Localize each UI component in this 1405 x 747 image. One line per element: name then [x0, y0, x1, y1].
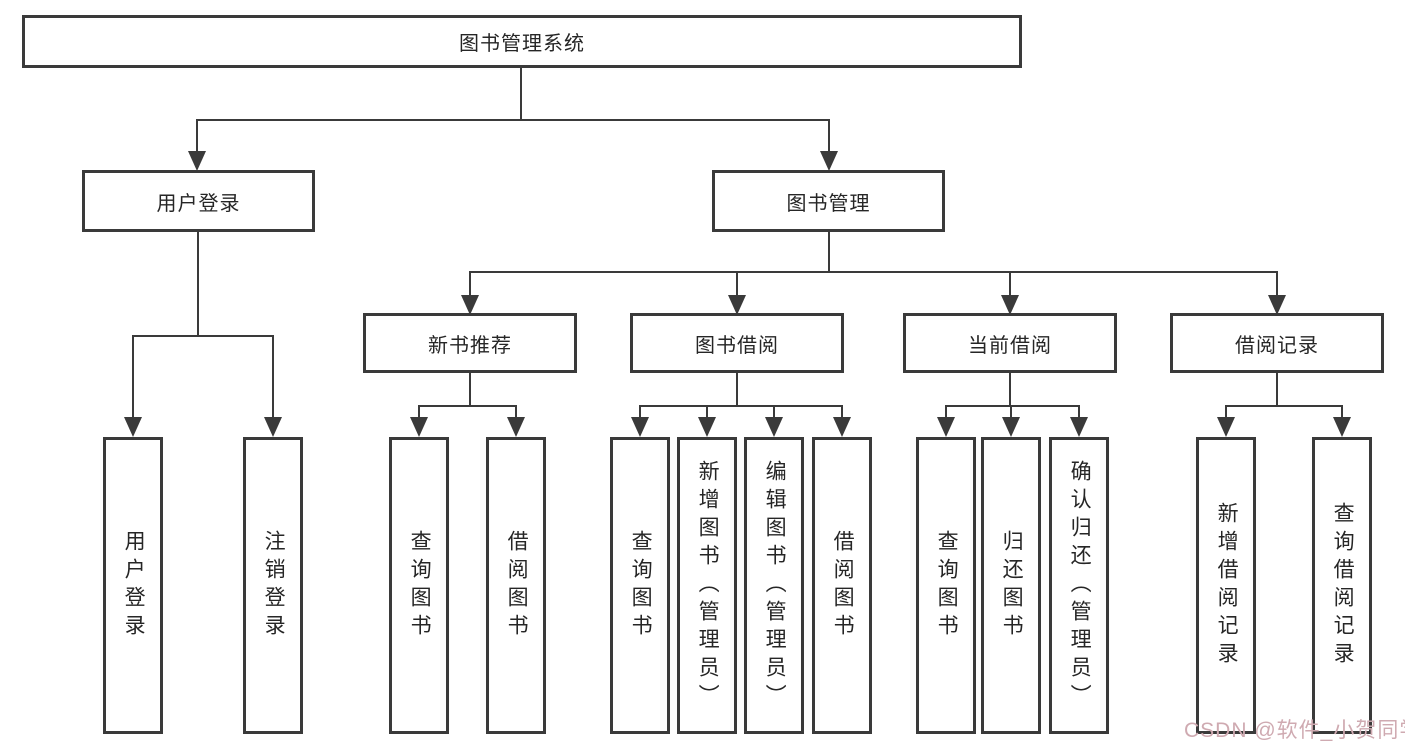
leaf-query-books-recommend-label: 查询图书: [408, 529, 432, 642]
arrow-down-icon: [188, 151, 206, 171]
leaf-user-login: 用户登录: [103, 437, 163, 734]
leaf-add-borrow-record: 新增借阅记录: [1196, 437, 1256, 734]
node-new-book-recommend: 新书推荐: [363, 313, 577, 373]
arrow-down-icon: [264, 417, 282, 437]
connector-line: [841, 405, 843, 419]
leaf-query-books-recommend: 查询图书: [389, 437, 449, 734]
connector-line: [197, 230, 199, 337]
node-borrow-records-label: 借阅记录: [1235, 334, 1319, 357]
leaf-borrow-books-recommend: 借阅图书: [486, 437, 546, 734]
connector-line: [1009, 371, 1011, 407]
arrow-down-icon: [1001, 295, 1019, 315]
connector-line: [196, 119, 830, 121]
arrow-down-icon: [507, 417, 525, 437]
connector-line: [1225, 405, 1343, 407]
node-book-management: 图书管理: [712, 170, 945, 232]
node-new-book-recommend-label: 新书推荐: [428, 334, 512, 357]
leaf-return-books-label: 归还图书: [1000, 529, 1024, 642]
leaf-query-books-borrow-label: 查询图书: [629, 529, 653, 642]
leaf-edit-books-admin: 编辑图书（管理员）: [744, 437, 804, 734]
connector-line: [736, 271, 738, 297]
arrow-down-icon: [728, 295, 746, 315]
node-book-borrow: 图书借阅: [630, 313, 844, 373]
connector-line: [706, 405, 708, 419]
leaf-add-borrow-record-label: 新增借阅记录: [1215, 501, 1239, 670]
connector-line: [132, 335, 134, 419]
leaf-borrow-books-label: 借阅图书: [831, 529, 855, 642]
arrow-down-icon: [1333, 417, 1351, 437]
leaf-borrow-books: 借阅图书: [812, 437, 872, 734]
node-root-label: 图书管理系统: [459, 33, 585, 55]
leaf-query-books-borrow: 查询图书: [610, 437, 670, 734]
connector-line: [520, 67, 522, 121]
arrow-down-icon: [1268, 295, 1286, 315]
arrow-down-icon: [765, 417, 783, 437]
connector-line: [639, 405, 641, 419]
connector-line: [196, 119, 198, 153]
arrow-down-icon: [461, 295, 479, 315]
arrow-down-icon: [410, 417, 428, 437]
connector-line: [515, 405, 517, 419]
leaf-borrow-books-recommend-label: 借阅图书: [505, 529, 529, 642]
connector-line: [1225, 405, 1227, 419]
node-current-borrow-label: 当前借阅: [968, 334, 1052, 357]
csdn-watermark: CSDN @软件_小贺同学: [1184, 719, 1405, 742]
connector-line: [469, 371, 471, 407]
connector-line: [945, 405, 1080, 407]
arrow-down-icon: [1070, 417, 1088, 437]
leaf-logout-login-label: 注销登录: [262, 529, 286, 642]
node-user-login: 用户登录: [82, 170, 315, 232]
connector-line: [773, 405, 775, 419]
leaf-confirm-return-admin: 确认归还（管理员）: [1049, 437, 1109, 734]
connector-line: [1276, 371, 1278, 407]
node-current-borrow: 当前借阅: [903, 313, 1117, 373]
arrow-down-icon: [833, 417, 851, 437]
leaf-logout-login: 注销登录: [243, 437, 303, 734]
leaf-confirm-return-admin-label: 确认归还（管理员）: [1068, 459, 1092, 712]
leaf-query-borrow-record-label: 查询借阅记录: [1331, 501, 1355, 670]
connector-line: [736, 371, 738, 407]
arrow-down-icon: [937, 417, 955, 437]
leaf-query-borrow-record: 查询借阅记录: [1312, 437, 1372, 734]
node-root: 图书管理系统: [22, 15, 1022, 68]
connector-line: [132, 335, 274, 337]
connector-line: [418, 405, 517, 407]
connector-line: [639, 405, 843, 407]
connector-line: [828, 230, 830, 273]
connector-line: [469, 271, 471, 297]
connector-line: [1276, 271, 1278, 297]
connector-line: [828, 119, 830, 153]
node-book-management-label: 图书管理: [786, 192, 871, 215]
connector-line: [418, 405, 420, 419]
connector-line: [1341, 405, 1343, 419]
connector-line: [1010, 405, 1012, 419]
arrow-down-icon: [698, 417, 716, 437]
connector-line: [1078, 405, 1080, 419]
node-user-login-label: 用户登录: [156, 192, 241, 215]
arrow-down-icon: [124, 417, 142, 437]
leaf-return-books: 归还图书: [981, 437, 1041, 734]
leaf-edit-books-admin-label: 编辑图书（管理员）: [763, 459, 787, 712]
arrow-down-icon: [1217, 417, 1235, 437]
leaf-add-books-admin-label: 新增图书（管理员）: [696, 459, 720, 712]
leaf-query-books-current-label: 查询图书: [935, 529, 959, 642]
leaf-query-books-current: 查询图书: [916, 437, 976, 734]
connector-line: [945, 405, 947, 419]
leaf-add-books-admin: 新增图书（管理员）: [677, 437, 737, 734]
connector-line: [272, 335, 274, 419]
node-book-borrow-label: 图书借阅: [695, 334, 779, 357]
connector-line: [469, 271, 1278, 273]
arrow-down-icon: [1002, 417, 1020, 437]
leaf-user-login-label: 用户登录: [122, 529, 146, 642]
arrow-down-icon: [820, 151, 838, 171]
node-borrow-records: 借阅记录: [1170, 313, 1384, 373]
arrow-down-icon: [631, 417, 649, 437]
connector-line: [1009, 271, 1011, 297]
